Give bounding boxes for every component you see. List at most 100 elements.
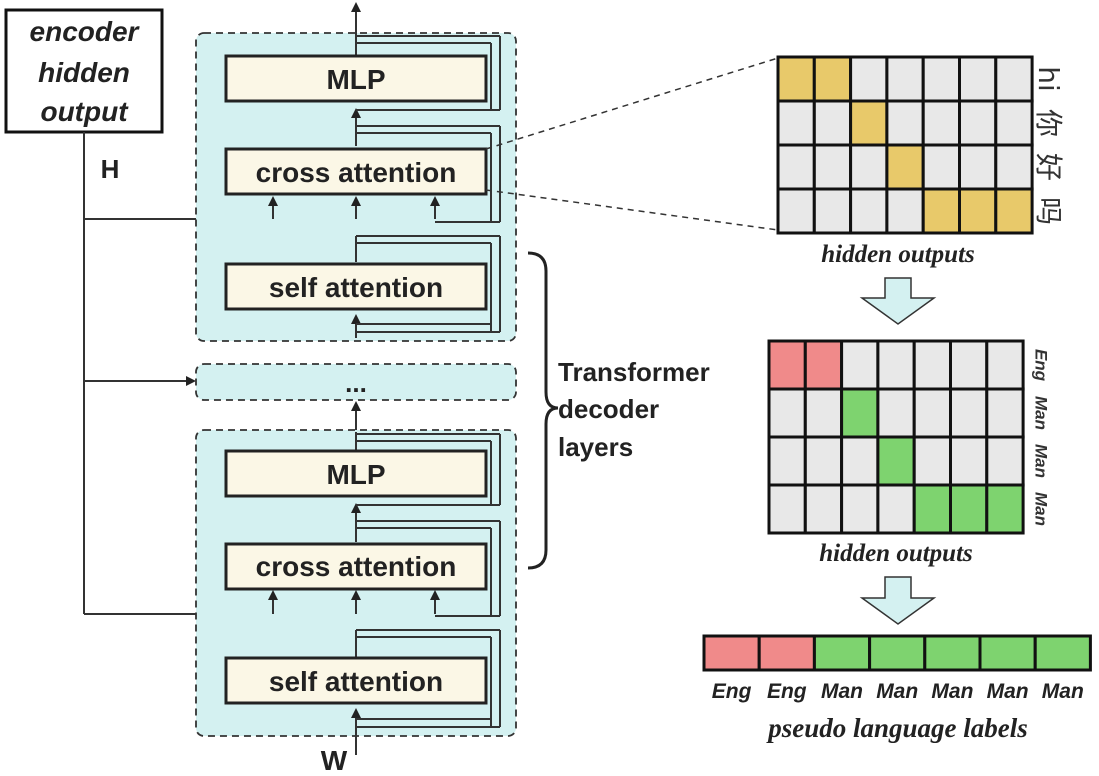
pseudo-label-text-5: Man: [987, 680, 1029, 703]
language-map-cell-r1-c1: [803, 387, 844, 439]
attention-token-0: hi: [1032, 66, 1065, 92]
language-map-cell-r0-c2: [840, 339, 880, 391]
language-map-cell-r0-c0: [767, 339, 807, 391]
language-row-label-2: Man: [1032, 444, 1051, 478]
language-map-cell-r1-c3: [876, 387, 916, 439]
down-arrow-1: [859, 277, 937, 325]
attention-map-cell-r0-c0: [776, 55, 816, 103]
attention-map-cell-r1-c3: [885, 99, 925, 147]
brace-label-3: layers: [558, 432, 633, 462]
language-map-cell-r2-c4: [912, 435, 953, 487]
language-map-cell-r1-c2: [840, 387, 880, 439]
language-map-cell-r3-c1: [803, 483, 844, 535]
language-map-cell-r3-c3: [876, 483, 916, 535]
encoder-line-3: output: [40, 96, 129, 127]
language-map-cell-r3-c0: [767, 483, 807, 535]
svg-text:cross attention: cross attention: [256, 551, 457, 582]
attention-map-cell-r3-c4: [921, 187, 962, 235]
language-map-cell-r2-c2: [840, 435, 880, 487]
language-map-cell-r0-c4: [912, 339, 953, 391]
attention-map-caption: hidden outputs: [821, 241, 975, 268]
attention-map-cell-r0-c6: [994, 55, 1034, 103]
zoom-lines: [485, 57, 779, 231]
language-map-cell-r0-c6: [985, 339, 1025, 391]
pseudo-label-cell-3: [868, 634, 927, 672]
svg-text:...: ...: [345, 368, 367, 398]
attention-map-cell-r3-c6: [994, 187, 1034, 235]
attention-token-1: 你: [1032, 109, 1065, 137]
encoder-line-2: hidden: [38, 57, 130, 88]
attention-map-cell-r0-c5: [958, 55, 998, 103]
brace-label-1: Transformer: [558, 357, 710, 387]
attention-map-cell-r1-c0: [776, 99, 816, 147]
pseudo-label-cell-5: [978, 634, 1037, 672]
attention-map-cell-r2-c4: [921, 143, 962, 191]
attention-map-cell-r0-c4: [921, 55, 962, 103]
attention-map-cell-r3-c0: [776, 187, 816, 235]
top-mlp-box: MLP: [224, 54, 488, 103]
language-map-cell-r0-c3: [876, 339, 916, 391]
attention-map-cell-r2-c3: [885, 143, 925, 191]
pseudo-label-text-4: Man: [931, 680, 973, 703]
top-cross-attention-box: cross attention: [224, 147, 488, 196]
attention-map-cell-r2-c2: [849, 143, 889, 191]
attention-map-cell-r0-c2: [849, 55, 889, 103]
language-map-cell-r2-c5: [949, 435, 989, 487]
language-map-grid: [767, 339, 1025, 535]
pseudo-label-cell-0: [702, 634, 761, 672]
pseudo-label-cell-2: [812, 634, 872, 672]
language-map-cell-r0-c5: [949, 339, 989, 391]
brace-label-2: decoder: [558, 394, 659, 424]
svg-text:cross attention: cross attention: [256, 157, 457, 188]
attention-map-cell-r2-c1: [812, 143, 853, 191]
input-w-label: W: [321, 745, 348, 776]
language-row-label-3: Man: [1032, 492, 1051, 526]
pseudo-label-cell-6: [1033, 634, 1092, 672]
attention-map-cell-r0-c1: [812, 55, 853, 103]
language-map-cell-r2-c6: [985, 435, 1025, 487]
svg-text:MLP: MLP: [326, 64, 385, 95]
attention-map-cell-r2-c5: [958, 143, 998, 191]
language-map-cell-r3-c6: [985, 483, 1025, 535]
attention-map-cell-r1-c4: [921, 99, 962, 147]
h-label: H: [101, 154, 120, 184]
attention-map-cell-r2-c6: [994, 143, 1034, 191]
attention-token-3: 吗: [1032, 197, 1065, 225]
attention-map-cell-r3-c3: [885, 187, 925, 235]
language-map-cell-r1-c4: [912, 387, 953, 439]
pseudo-label-text-1: Eng: [767, 680, 807, 703]
attention-map-cell-r3-c5: [958, 187, 998, 235]
attention-map-row-tokens: hi 你好吗: [1032, 66, 1065, 225]
language-map-cell-r3-c2: [840, 483, 880, 535]
attention-map-cell-r3-c1: [812, 187, 853, 235]
attention-map-cell-r1-c6: [994, 99, 1034, 147]
language-map-cell-r1-c0: [767, 387, 807, 439]
attention-map-cell-r2-c0: [776, 143, 816, 191]
pseudo-label-text-6: Man: [1042, 680, 1084, 703]
language-row-label-1: Man: [1032, 396, 1051, 430]
svg-text:self attention: self attention: [269, 666, 443, 697]
bottom-mlp-box: MLP: [224, 449, 488, 498]
language-map-cell-r2-c3: [876, 435, 916, 487]
pseudo-label-strip: [702, 634, 1092, 672]
bottom-decoder-layer: MLP cross attention self attention: [195, 429, 517, 755]
language-map-cell-r0-c1: [803, 339, 844, 391]
language-map-cell-r3-c5: [949, 483, 989, 535]
language-map-cell-r2-c0: [767, 435, 807, 487]
bottom-cross-attention-box: cross attention: [224, 542, 488, 591]
encoder-line-1: encoder: [30, 16, 141, 47]
encoder-hidden-output-box: encoder hidden output: [4, 8, 164, 134]
svg-text:self attention: self attention: [269, 272, 443, 303]
middle-layers-box: ...: [195, 363, 517, 432]
language-map-cell-r2-c1: [803, 435, 844, 487]
svg-text:MLP: MLP: [326, 459, 385, 490]
pseudo-label-text-2: Man: [821, 680, 863, 703]
pseudo-label-text-0: Eng: [712, 680, 752, 703]
attention-map-cell-r1-c5: [958, 99, 998, 147]
attention-token-2: 好: [1032, 153, 1065, 181]
attention-map-cell-r0-c3: [885, 55, 925, 103]
attention-map-cell-r3-c2: [849, 187, 889, 235]
attention-map-grid: [776, 55, 1034, 235]
